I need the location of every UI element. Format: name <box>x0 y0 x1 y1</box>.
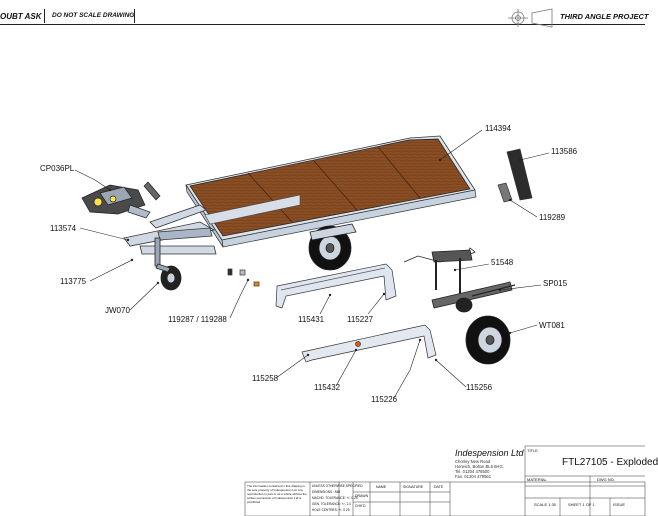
jockey-wheel <box>154 237 182 291</box>
leader-line <box>454 263 490 271</box>
sign-header-date: DATE <box>434 485 444 489</box>
leader-dot <box>508 198 512 202</box>
leader-line <box>509 324 538 334</box>
leader-dot <box>438 158 442 162</box>
leader-line <box>319 294 331 315</box>
title-block <box>244 445 646 516</box>
leader-line <box>509 199 538 218</box>
leader-dot <box>418 338 422 342</box>
leader-dot <box>156 281 160 285</box>
leader-dot <box>508 331 512 335</box>
lamp-bracket <box>227 148 533 287</box>
leader-dot <box>246 278 250 282</box>
leader-line <box>439 129 483 161</box>
scale-label: SCALE 1:30 <box>534 502 557 507</box>
header-left-text: OUBT ASK <box>0 12 42 21</box>
sheet-label: SHEET 1 OF 1 <box>568 502 595 507</box>
callout-cp036pl: CP036PL <box>40 164 75 173</box>
address-line: Chorley New Road <box>455 459 491 464</box>
leader-dot <box>108 188 112 192</box>
tolerances-header: UNLESS OTHERWISE SPECIFIED <box>312 484 363 488</box>
callout-115227: 115227 <box>347 315 374 324</box>
leader-dot <box>518 158 522 162</box>
callout-113586: 113586 <box>551 147 578 156</box>
projection-label: THIRD ANGLE PROJECT <box>560 12 649 21</box>
axle-assembly <box>403 247 516 313</box>
callout-114394: 114394 <box>485 124 512 133</box>
tolerance-line: HOLE CENTRES: +/- 0.25 <box>312 508 350 512</box>
callout-115432: 115432 <box>314 383 341 392</box>
leader-line <box>89 259 133 282</box>
leader-line <box>367 293 385 315</box>
callout-115431: 115431 <box>298 315 325 324</box>
leader-dot <box>382 292 386 296</box>
callout-113775: 113775 <box>60 277 87 286</box>
leader-line <box>275 354 309 379</box>
confidentiality-note: The information contained in this drawin… <box>247 484 307 504</box>
leader-line <box>435 359 467 388</box>
title-label: TITLE <box>527 448 538 453</box>
dwg-no-label: DWG NO. <box>597 477 615 482</box>
callout-115256: 115256 <box>466 383 493 392</box>
tolerance-line: GEN. TOLERANCE: +/- 1.0 <box>312 502 351 506</box>
trailer-deck <box>185 135 477 248</box>
road-wheel <box>465 315 511 365</box>
tolerance-line: MACHD. TOLERANCE: +/- 0.25 <box>312 496 358 500</box>
sign-row-drawn: DRAWN <box>355 494 369 498</box>
callout-113574: 113574 <box>50 224 77 233</box>
callout-119287-119288: 119287 / 119288 <box>168 315 227 324</box>
callout-115226: 115226 <box>371 395 398 404</box>
do-not-scale-note: DO NOT SCALE DRAWING <box>52 12 135 19</box>
leader-line <box>79 227 129 241</box>
callout-jw070: JW070 <box>105 306 130 315</box>
trailer-road-wheel <box>308 223 357 271</box>
material-label: MATERIAL <box>527 477 547 482</box>
leader-lines <box>74 129 550 399</box>
callout-115258: 115258 <box>252 374 279 383</box>
leader-dot <box>354 348 358 352</box>
sign-header-signature: SIGNATURE <box>403 485 424 489</box>
sign-row-checked: CHK'D <box>355 504 366 508</box>
address-line: Horwich, Bolton BL6 6HG. <box>455 464 504 469</box>
company-name: Indespension Ltd <box>455 448 524 458</box>
address-line: Fax. 01204 478561 <box>455 474 492 479</box>
issue-label: ISSUE <box>613 502 626 507</box>
leader-dot <box>328 293 332 297</box>
leader-dot <box>453 268 457 272</box>
leader-line <box>74 169 111 191</box>
callout-wt081: WT081 <box>539 321 565 330</box>
leader-dot <box>126 238 130 242</box>
leader-line <box>129 282 159 311</box>
leader-line <box>393 339 421 399</box>
sign-header-name: NAME <box>376 485 387 489</box>
tolerance-line: DIMENSIONS : MM <box>312 490 341 494</box>
leader-line <box>229 279 249 319</box>
drawing-header: OUBT ASK DO NOT SCALE DRAWING THIRD ANGL… <box>0 0 649 25</box>
leader-line <box>335 349 357 387</box>
leader-dot <box>434 358 438 362</box>
leader-dot <box>498 288 502 292</box>
hitch-coupling <box>81 181 161 219</box>
mudguard <box>275 263 397 309</box>
third-angle-projection-symbol <box>508 8 553 28</box>
header-divider <box>44 9 45 23</box>
callout-119289: 119289 <box>539 213 566 222</box>
leader-dot <box>130 258 134 262</box>
drawing-title: FTL27105 - Exploded <box>562 457 658 468</box>
side-rail <box>301 324 437 363</box>
leader-dot <box>306 353 310 357</box>
leader-line <box>519 152 550 161</box>
callout-51548: 51548 <box>491 258 514 267</box>
leader-line <box>499 284 542 291</box>
address-line: Tel. 01204 478500 <box>455 469 490 474</box>
callout-sp015: SP015 <box>543 279 568 288</box>
header-divider <box>134 9 135 23</box>
